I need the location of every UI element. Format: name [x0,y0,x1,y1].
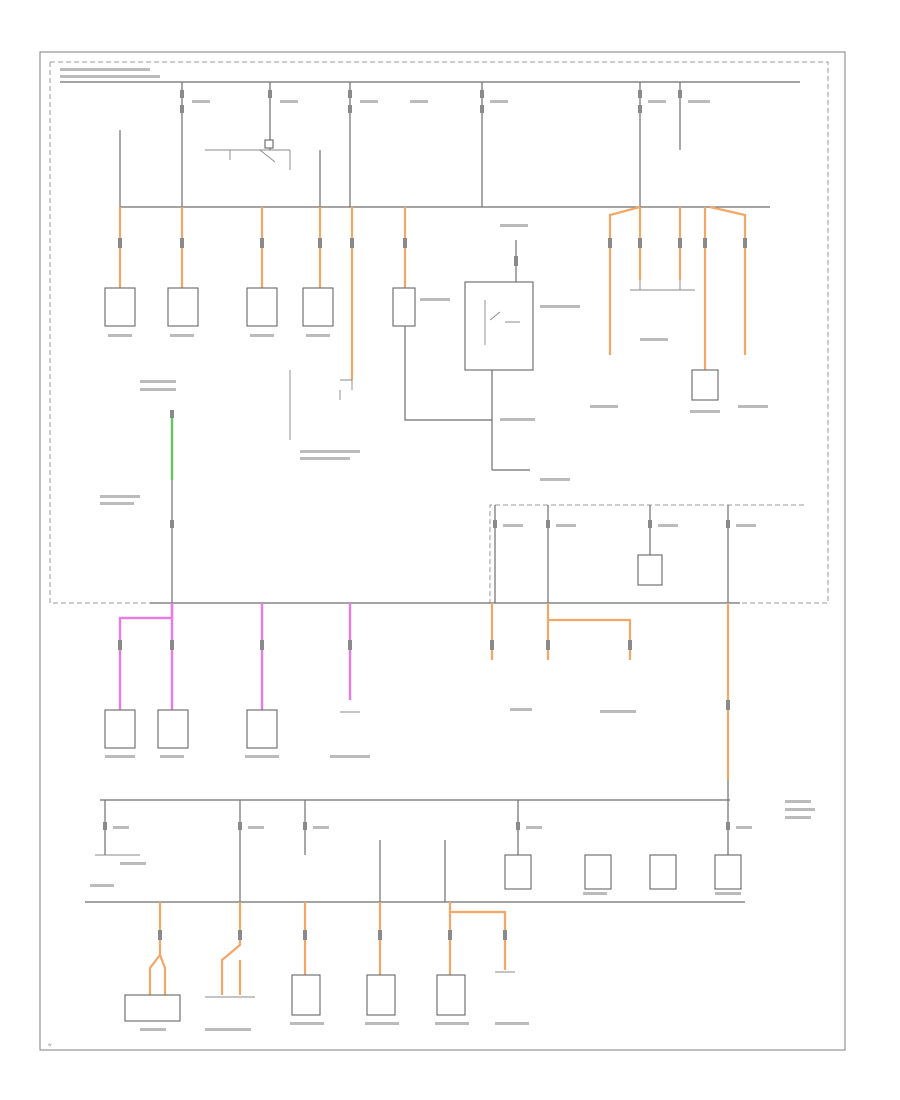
lower-fuse-markers [103,822,730,830]
lower-fuse-labels [90,826,752,895]
right-fuse-subpanel [493,505,756,603]
middle-orange-wires [490,603,730,780]
middle-component-labels [105,708,815,819]
fuse-label-marks [60,68,710,103]
bottom-components [124,971,515,1022]
diagram-tag: W [48,1043,52,1047]
bottom-component-labels [140,1022,529,1031]
upper-connector-pins [118,238,747,248]
top-fuse-markers [180,90,682,113]
lower-fuse-droppers [104,800,729,902]
bottom-connector-pins [158,930,507,940]
multifunction-module [630,280,695,291]
lower-relays [95,854,742,890]
diagram-outer-frame [39,51,846,1051]
upper-component-labels [108,298,768,413]
pink-wires [118,603,352,710]
underhood-fuse-box-outline [50,61,829,604]
center-relay-box [404,224,580,481]
upper-lamp-components [104,287,719,401]
green-wire-segment [100,380,176,505]
upper-orange-wires [118,205,747,380]
instrument-panel-switch [289,370,360,460]
headlamp-relay-switch [205,139,291,170]
left-fuse-marker [170,520,174,528]
middle-connector-pins [118,640,730,710]
middle-lamp-components [104,709,360,749]
